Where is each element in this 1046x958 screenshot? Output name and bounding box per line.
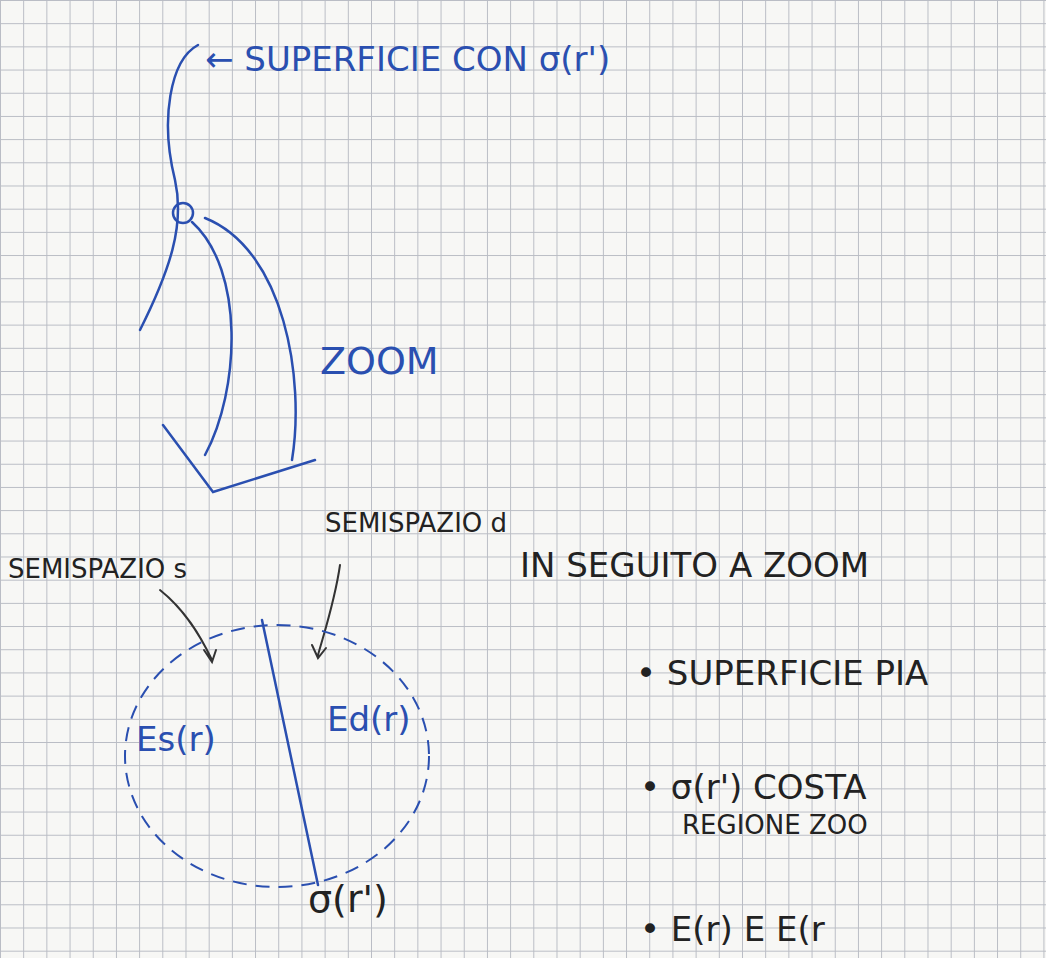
surface-curve [140, 45, 198, 330]
zoom-arrow-head [163, 425, 315, 492]
field-label: Es(r) [136, 722, 216, 756]
zoom-arrow [205, 218, 296, 460]
handwritten-label: SEMISPAZIO s [8, 556, 187, 582]
leader-line [160, 590, 216, 662]
handwritten-label: ← SUPERFICIE CON σ(r') [205, 42, 610, 76]
handwritten-label: • E(r) E E(r [640, 912, 825, 946]
zoom-outline [122, 622, 432, 890]
leader-line [312, 565, 340, 658]
field-label: Ed(r) [327, 702, 411, 736]
zoom-spot [173, 203, 193, 223]
zoom-arrow [192, 222, 232, 455]
handwritten-label: SEMISPAZIO d [325, 510, 507, 536]
zoom-region: Es(r) Ed(r) [122, 622, 432, 890]
flat-surface [262, 620, 318, 885]
handwritten-label: • σ(r') COSTA [640, 770, 867, 804]
handwritten-label: ZOOM [320, 342, 439, 380]
handwritten-label: • SUPERFICIE PIA [636, 656, 928, 690]
handwritten-label: REGIONE ZOO [682, 812, 868, 838]
handwritten-label: IN SEGUITO A ZOOM [520, 548, 869, 582]
handwritten-label: σ(r') [308, 880, 388, 918]
